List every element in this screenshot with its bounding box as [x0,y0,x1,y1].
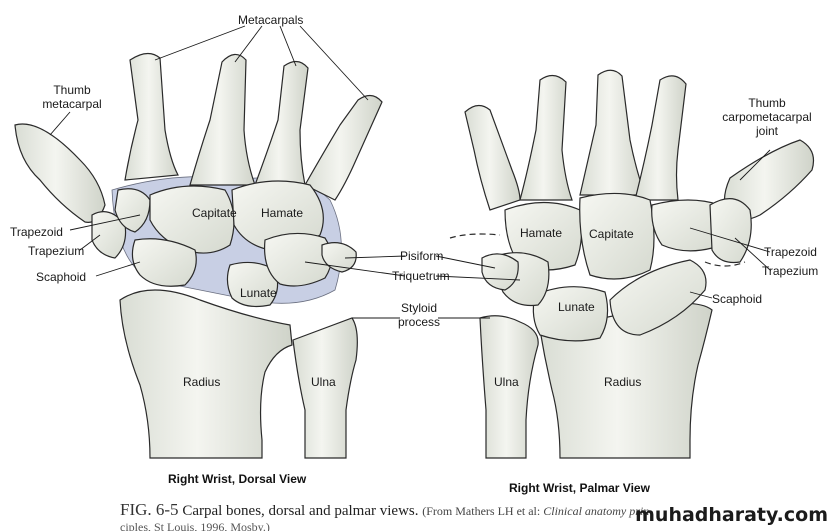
palmar-pisiform-bone [481,253,519,291]
label-styloid-process: Styloid process [397,301,441,329]
palmar-capitate-bone [579,192,655,280]
leader-metacarpals-2 [234,25,263,63]
label-triquetrum: Triquetrum [392,269,450,283]
figure-caption: FIG. 6-5 Carpal bones, dorsal and palmar… [120,500,680,520]
watermark: muhadharaty.com [635,504,828,526]
label-capitate-palmar: Capitate [589,227,634,241]
dorsal-ulna-bone [292,317,358,459]
label-lunate-palmar: Lunate [558,300,595,314]
dorsal-thumb-metacarpal [14,123,106,223]
label-hamate-palmar: Hamate [520,226,563,240]
leader-trapezoid-dorsal [69,214,141,231]
label-scaphoid-palmar: Scaphoid [712,292,763,306]
label-trapezoid-palmar: Trapezoid [764,245,817,259]
leader-lines [49,25,771,319]
palmar-lunate-bone [532,286,609,342]
dorsal-trapezoid-bone [114,188,151,233]
label-thumb-metacarpal: Thumb metacarpal [42,83,102,111]
label-ulna-dorsal: Ulna [311,375,336,389]
dorsal-metacarpal-middle [189,53,256,186]
caption-source: (From Mathers LH et al: Clinical anatomy… [422,504,653,518]
caption-source-title: Clinical anatomy prin- [543,504,654,518]
title-palmar-view: Right Wrist, Palmar View [509,481,650,495]
label-hamate-dorsal: Hamate [261,206,304,220]
label-radius-palmar: Radius [604,375,642,389]
caption-source-prefix: (From Mathers LH et al: [422,504,541,518]
dorsal-hamate-bone [231,180,324,251]
palmar-metacarpal-little [464,104,521,211]
dorsal-scaphoid-bone [131,238,197,287]
dorsal-metacarpal-little [304,94,383,201]
palmar-dashed-outline-right [704,261,746,267]
leader-pisiform-left [344,255,406,259]
dorsal-metacarpal-ring [254,60,309,186]
palmar-metacarpal-middle [579,69,646,196]
palmar-metacarpal-index [634,75,687,201]
leader-pisiform-right [435,255,496,269]
caption-source-line2: ciples, St Louis, 1996, Mosby.) [120,520,270,531]
dorsal-view-drawing [14,52,383,459]
dorsal-triquetrum-bone [263,232,333,287]
title-dorsal-view: Right Wrist, Dorsal View [168,472,307,486]
leader-thumb-metacarpal [49,111,71,136]
label-lunate-dorsal: Lunate [240,286,277,300]
leader-trapezium-dorsal [79,234,101,251]
label-scaphoid-dorsal: Scaphoid [36,270,87,284]
leader-metacarpals-3 [279,25,297,67]
leader-trapezoid-palmar [689,227,771,253]
label-trapezium-dorsal: Trapezium [28,244,85,258]
palmar-scaphoid-bone [609,259,707,336]
leader-triquetrum-left [304,261,406,277]
label-trapezium-palmar: Trapezium [762,264,819,278]
leader-trapezium-palmar [734,237,771,271]
label-pisiform: Pisiform [400,249,444,263]
caption-text: Carpal bones, dorsal and palmar views. [182,503,419,519]
label-trapezoid-dorsal: Trapezoid [10,225,63,239]
label-capitate-dorsal: Capitate [192,206,237,220]
label-metacarpals: Metacarpals [238,13,304,27]
leader-scaphoid-dorsal [95,261,141,277]
label-ulna-palmar: Ulna [494,375,519,389]
dorsal-radius-bone [119,289,293,459]
leader-scaphoid-palmar [689,291,713,299]
label-radius-dorsal: Radius [183,375,221,389]
palmar-ulna-bone [479,315,539,459]
leader-triquetrum-right [435,275,521,281]
dorsal-lunate-bone [226,261,279,308]
label-thumb-cmc-joint: Thumb carpometacarpal joint [722,96,812,138]
leader-metacarpals-1 [154,25,246,61]
palmar-metacarpal-ring [519,74,573,201]
leader-metacarpals-4 [299,25,369,101]
dorsal-pisiform-bone [321,242,357,273]
palmar-view-drawing [449,69,815,459]
palmar-trapezium-bone [709,198,752,264]
caption-fig-number: FIG. 6-5 [120,500,179,519]
palmar-dashed-outline-left [449,233,501,239]
leader-thumb-cmc [739,149,771,181]
dorsal-metacarpal-index [124,52,179,181]
